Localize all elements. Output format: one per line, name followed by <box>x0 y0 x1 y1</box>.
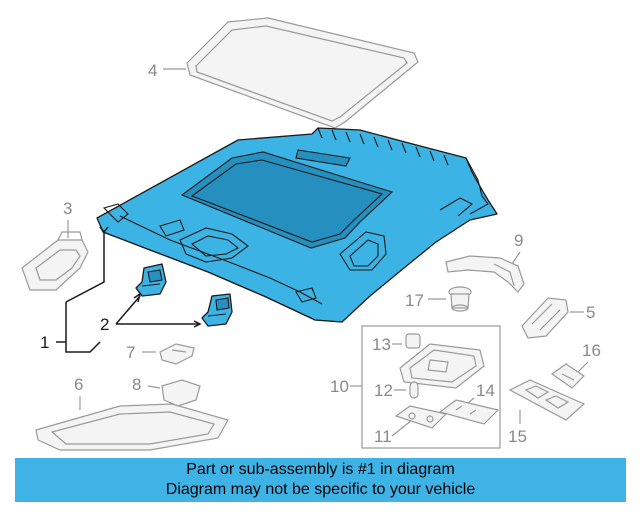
part-6-sun-visor[interactable] <box>35 403 229 451</box>
callout-11: 11 <box>374 427 392 446</box>
assembly-box <box>361 325 501 449</box>
leader-2-arrows <box>133 292 202 328</box>
part-2-clip-lower[interactable] <box>201 293 233 327</box>
leader-16 <box>577 361 589 373</box>
callout-16: 16 <box>582 341 601 360</box>
part-10-console[interactable] <box>399 343 485 389</box>
callout-10: 10 <box>330 377 349 396</box>
callout-17: 17 <box>405 291 424 310</box>
part-17-clip[interactable] <box>448 286 472 312</box>
part-14-lens[interactable] <box>438 399 500 425</box>
part-4-sunroof-seal[interactable] <box>186 17 419 129</box>
callout-5: 5 <box>586 303 595 322</box>
part-2-clip-upper[interactable] <box>135 263 167 297</box>
part-16-switch[interactable] <box>550 363 585 389</box>
part-9-grab-handle[interactable] <box>445 255 525 293</box>
callout-15: 15 <box>508 427 527 446</box>
part-13-fastener[interactable] <box>405 333 421 349</box>
part-12-bulb[interactable] <box>409 381 419 399</box>
callout-7: 7 <box>126 343 135 362</box>
callout-1: 1 <box>40 333 49 352</box>
callout-13: 13 <box>372 335 391 354</box>
callout-3: 3 <box>63 199 72 218</box>
part-7-hook[interactable] <box>159 343 195 365</box>
callout-8: 8 <box>132 375 141 394</box>
banner-line-1: Part or sub-assembly is #1 in diagram <box>186 461 455 478</box>
callout-12: 12 <box>374 381 393 400</box>
part-8-cover[interactable] <box>161 379 201 407</box>
callout-6: 6 <box>74 375 83 394</box>
info-banner: Part or sub-assembly is #1 in diagram Di… <box>15 458 626 502</box>
leader-9 <box>511 251 521 265</box>
part-1-headliner[interactable] <box>96 127 498 323</box>
part-3-lamp[interactable] <box>21 231 89 291</box>
part-5-bracket[interactable] <box>521 297 569 339</box>
leader-1-arrow <box>99 226 109 234</box>
callout-14: 14 <box>476 381 495 400</box>
banner-line-2: Diagram may not be specific to your vehi… <box>165 481 476 498</box>
leader-2 <box>115 295 200 325</box>
part-15-switch-panel[interactable] <box>508 379 586 421</box>
leader-11 <box>391 419 413 437</box>
callout-4: 4 <box>148 61 157 80</box>
callout-2: 2 <box>100 315 109 334</box>
part-11-lens-plate[interactable] <box>394 405 448 429</box>
leader-8 <box>147 385 161 389</box>
leader-1 <box>56 232 105 353</box>
callout-9: 9 <box>514 231 523 250</box>
